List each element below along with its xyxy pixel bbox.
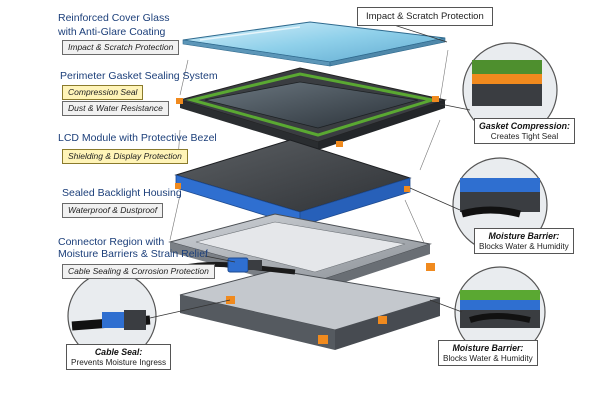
- base-plate-layer: [179, 269, 441, 350]
- callout-cable-seal-title: Cable Seal:: [94, 347, 143, 357]
- inset-moisture-barrier-bottom: [454, 266, 546, 358]
- inset-gasket-compression: [462, 42, 558, 138]
- assembly-guide-lines: [169, 49, 449, 246]
- connector-title: Connector Region with: [58, 236, 165, 248]
- gasket-title: Perimeter Gasket Sealing System: [60, 70, 218, 82]
- housing-screw-marker: [426, 263, 435, 271]
- gasket-subtitle: Compression Seal: [62, 85, 144, 101]
- callout-moisture-barrier-bottom-title: Moisture Barrier:: [452, 343, 524, 353]
- connector-subtitle: Cable Sealing & Corrosion Protection: [62, 264, 215, 280]
- backlight-title: Sealed Backlight Housing: [62, 187, 182, 199]
- callout-moisture-barrier-bottom-text: Blocks Water & Humidity: [443, 353, 533, 363]
- gasket-subtitle-2: Dust & Water Resistance: [62, 101, 169, 117]
- top-callout-box: Impact & Scratch Protection: [357, 7, 493, 26]
- callout-cable-seal: Cable Seal: Prevents Moisture Ingress: [66, 344, 172, 371]
- callout-moisture-barrier-bottom: Moisture Barrier: Blocks Water & Humidit…: [438, 340, 538, 367]
- connector-title-line2: Moisture Barriers & Strain Relief: [58, 248, 208, 260]
- lcd-module-layer: [174, 139, 412, 227]
- lcd-title: LCD Module with Protective Bezel: [58, 132, 217, 144]
- callout-gasket-compression-text: Creates Tight Seal: [490, 131, 559, 141]
- callout-cable-seal-text: Prevents Moisture Ingress: [71, 357, 167, 367]
- cover-glass-layer: [182, 21, 446, 67]
- top-callout-text: Impact & Scratch Protection: [366, 11, 484, 22]
- gasket-frame-layer: [176, 67, 447, 150]
- callout-moisture-barrier-top-title: Moisture Barrier:: [488, 231, 560, 241]
- callout-gasket-compression: Gasket Compression: Creates Tight Seal: [474, 118, 575, 145]
- callout-moisture-barrier-top: Moisture Barrier: Blocks Water & Humidit…: [474, 228, 574, 255]
- lcd-subtitle: Shielding & Display Protection: [62, 149, 188, 165]
- backlight-subtitle: Waterproof & Dustproof: [62, 203, 164, 219]
- cover-glass-title-line2: with Anti-Glare Coating: [58, 26, 166, 38]
- gasket-corner-marker: [176, 98, 183, 104]
- callout-moisture-barrier-top-text: Blocks Water & Humidity: [479, 241, 569, 251]
- cover-glass-title: Reinforced Cover Glass: [58, 12, 170, 24]
- callout-gasket-compression-title: Gasket Compression:: [479, 121, 570, 131]
- cover-glass-subtitle: Impact & Scratch Protection: [62, 40, 180, 56]
